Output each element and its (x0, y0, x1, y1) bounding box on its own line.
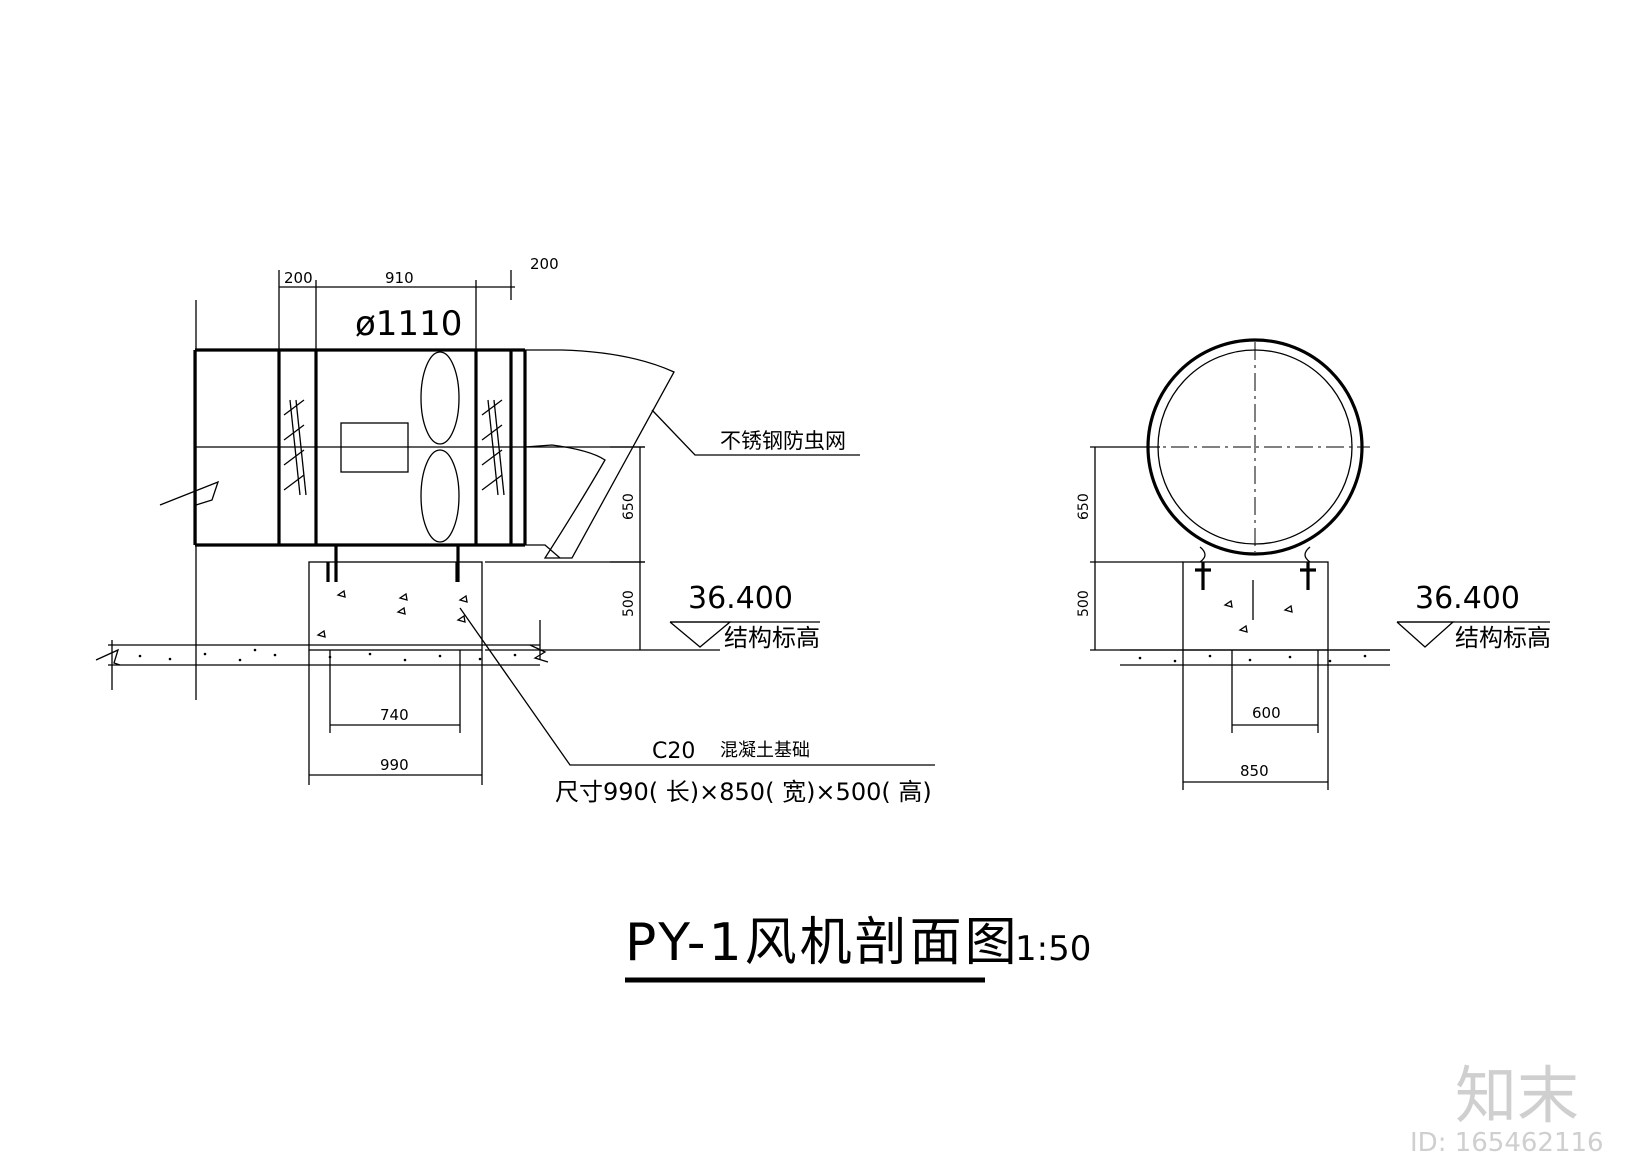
front-dim-650: 650 (1076, 493, 1092, 520)
front-dim-500: 500 (1076, 590, 1092, 617)
dim-left-200: 200 (284, 269, 313, 287)
elevation-label: 结构标高 (724, 624, 820, 652)
front-dim-850: 850 (1240, 762, 1269, 780)
dim-height-650: 650 (621, 493, 637, 520)
front-elevation-label: 结构标高 (1455, 624, 1551, 652)
title-scale: 1:50 (1015, 929, 1091, 969)
side-view-labels: 200 910 200 ø1110 不锈钢防虫网 650 500 36.400 … (284, 255, 932, 806)
dim-height-500: 500 (621, 590, 637, 617)
elevation-value: 36.400 (688, 581, 793, 616)
front-dim-600: 600 (1252, 704, 1281, 722)
dim-990: 990 (380, 756, 409, 774)
front-view-fan (1140, 338, 1370, 563)
dim-740: 740 (380, 706, 409, 724)
side-view-fan (159, 300, 860, 700)
watermark-id: ID: 165462116 (1410, 1128, 1604, 1158)
side-view-foundation (95, 561, 935, 766)
front-view-labels: 650 500 36.400 结构标高 600 850 (1076, 493, 1551, 780)
dim-right-200: 200 (530, 255, 559, 273)
watermark-brand: 知末 (1455, 1059, 1580, 1132)
screen-label: 不锈钢防虫网 (720, 429, 846, 453)
dim-910: 910 (385, 269, 414, 287)
front-view-dimensions (1090, 446, 1550, 790)
foundation-size: 尺寸990( 长)×850( 宽)×500( 高) (555, 778, 932, 806)
front-elevation-value: 36.400 (1415, 581, 1520, 616)
diameter-label: ø1110 (355, 304, 462, 344)
drawing-title: PY-1风机剖面图 1:50 (625, 913, 1091, 983)
side-view-dimensions (278, 270, 820, 785)
foundation-grade: C20 (652, 739, 695, 764)
foundation-material: 混凝土基础 (720, 740, 810, 761)
title-main: PY-1风机剖面图 (625, 913, 1020, 973)
